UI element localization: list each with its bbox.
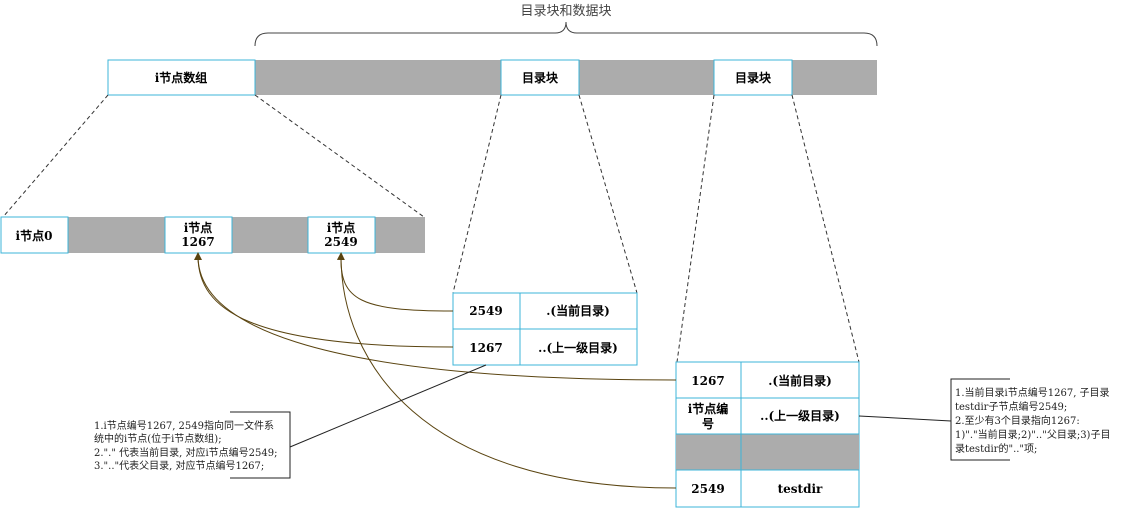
table2-row1-inode: 1267 <box>691 374 724 388</box>
pointer-arrows <box>194 252 677 489</box>
arrow-table2-row4-to-inode-2549 <box>340 255 677 489</box>
table2-row2-inode-line2: 号 <box>702 416 714 431</box>
table2-row4-name: testdir <box>778 482 823 496</box>
note-left-bracket <box>230 411 291 479</box>
table2-row1-name: .(当前目录) <box>768 373 832 388</box>
arrow-table1-row1-to-inode-2549 <box>336 252 454 312</box>
table2-row2-inode-line1: i节点编 <box>688 401 729 416</box>
arrow-table1-row2-to-inode-1267 <box>194 252 454 348</box>
table2-row4-inode: 2549 <box>691 482 724 496</box>
note-left-line-3: 2."." 代表当前目录, 对应i节点编号2549; <box>94 446 277 459</box>
inode-array-label: i节点数组 <box>155 70 208 85</box>
table1-row2-name: ..(上一级目录) <box>538 340 618 355</box>
dir-block-1-box <box>500 59 580 96</box>
note-right-line-2: testdir子节点编号2549; <box>955 400 1067 413</box>
inode-array-box <box>107 59 256 96</box>
inode-2549-box <box>307 216 376 254</box>
top-brace <box>254 21 878 47</box>
inode-2549-label-line1: i节点 <box>327 220 356 235</box>
note-left-connector <box>289 364 487 448</box>
top-brace-label: 目录块和数据块 <box>520 4 611 19</box>
table2-row2-name: ..(上一级目录) <box>760 408 840 423</box>
inode-1267-label-line2: 1267 <box>181 235 214 249</box>
inode0-label: i节点0 <box>16 228 53 243</box>
note-left-line-4: 3.".."代表父目录, 对应节点编号1267; <box>94 459 264 472</box>
note-right-line-4: 1)"."当前目录;2)".."父目录;3)子目 <box>955 428 1110 441</box>
note-right-line-3: 2.至少有3个目录指向1267: <box>955 414 1080 427</box>
inode-1267-label-line1: i节点 <box>184 220 213 235</box>
dir-table-2: 1267 .(当前目录) i节点编 号 ..(上一级目录) 2549 testd… <box>675 361 860 508</box>
arrow-table2-row1-to-inode-1267 <box>197 255 677 381</box>
table1-row1-inode: 2549 <box>469 304 502 318</box>
dir-block-2-box <box>713 59 793 96</box>
note-left-line-2: 统中的i节点(位于i节点数组); <box>94 432 222 445</box>
note-right-connector <box>858 415 952 422</box>
note-left-line-1: 1.i节点编号1267, 2549指向同一文件系 <box>94 419 274 432</box>
note-right-line-5: 录testdir的".."项; <box>955 442 1037 455</box>
table1-row2-inode: 1267 <box>469 341 502 355</box>
inode-2549-label-line2: 2549 <box>324 235 357 249</box>
dir-table-1: 2549 .(当前目录) 1267 ..(上一级目录) <box>452 292 638 366</box>
zoom-lines <box>2 94 860 363</box>
note-right-line-1: 1.当前目录i节点编号1267, 子目录 <box>955 386 1110 399</box>
table1-row1-name: .(当前目录) <box>546 303 610 318</box>
note-right-bracket <box>950 378 1010 461</box>
dir-block-1-label: 目录块 <box>522 70 559 85</box>
inode0-box <box>0 216 69 254</box>
dir-block-2-label: 目录块 <box>735 70 772 85</box>
